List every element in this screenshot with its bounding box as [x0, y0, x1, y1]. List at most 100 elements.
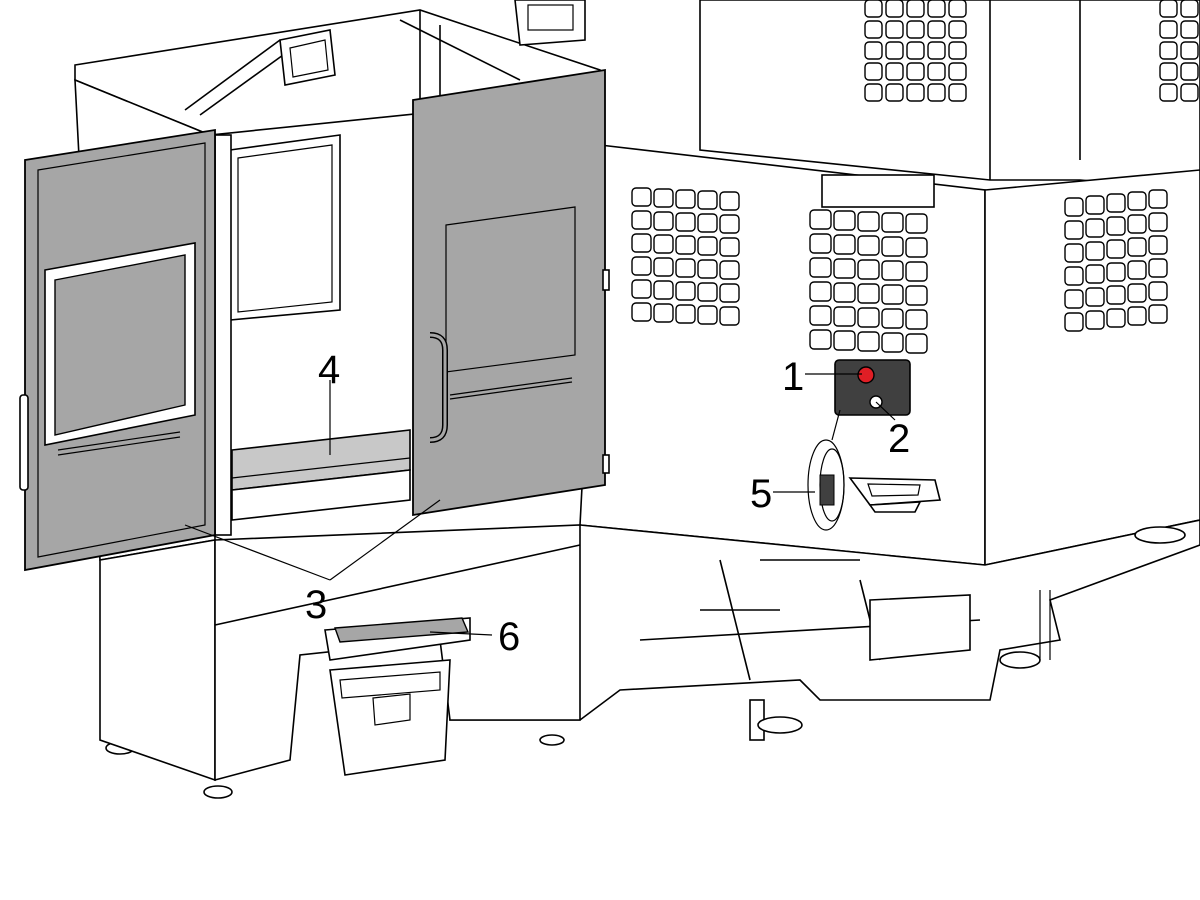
vent-slot: [675, 235, 696, 255]
vent-slot: [881, 260, 904, 281]
vent-slot: [809, 329, 832, 350]
vent-slot: [1127, 283, 1147, 303]
vent-slot: [809, 281, 832, 302]
vent-slot: [631, 279, 652, 299]
vent-slot: [719, 214, 740, 234]
vent-slot: [948, 62, 967, 81]
vent-slot: [1064, 289, 1084, 309]
vent-slot: [881, 284, 904, 305]
vent-slot: [948, 83, 967, 102]
vent-slot: [697, 259, 718, 279]
door-right[interactable]: [412, 68, 610, 517]
vent-slot: [697, 236, 718, 256]
vent-slot: [1106, 216, 1126, 236]
vent-slot: [927, 83, 946, 102]
vent-slot: [1085, 241, 1105, 261]
vent-slot: [1148, 258, 1168, 278]
upper-tower: [699, 0, 1200, 191]
vent-slot: [1085, 218, 1105, 238]
vent-slot: [1148, 212, 1168, 232]
vent-slot: [1180, 20, 1199, 39]
control-panel: [834, 359, 911, 416]
vent-slot: [1106, 239, 1126, 259]
vent-slot: [1085, 264, 1105, 284]
vent-slot: [1106, 262, 1126, 282]
emergency-stop-button[interactable]: [857, 366, 875, 384]
vent-slot: [885, 62, 904, 81]
vent-slot: [1127, 214, 1147, 234]
vent-slot: [833, 330, 856, 351]
callout-2: 2: [888, 417, 910, 461]
vent-slot: [719, 191, 740, 211]
work-table: [231, 429, 411, 521]
callout-4: 4: [318, 348, 340, 392]
vent-slot: [1127, 237, 1147, 257]
vent-slot: [1148, 281, 1168, 301]
vent-slot: [1180, 83, 1199, 102]
vent-slot: [1180, 0, 1199, 18]
vent-slot: [906, 83, 925, 102]
vent-slot: [653, 303, 674, 323]
vent-slot: [1064, 220, 1084, 240]
vent-slot: [833, 258, 856, 279]
vent-slot: [653, 234, 674, 254]
vent-slot: [833, 282, 856, 303]
vent-slot: [1148, 235, 1168, 255]
vent-slot: [719, 306, 740, 326]
vent-slot: [653, 280, 674, 300]
vent-slot: [1127, 306, 1147, 326]
vent-slot: [864, 41, 883, 60]
vent-slot: [905, 261, 928, 282]
vent-slot: [906, 41, 925, 60]
vent-slot: [885, 20, 904, 39]
vent-slot: [697, 282, 718, 302]
vent-slot: [1064, 266, 1084, 286]
vent-slot: [1085, 310, 1105, 330]
vent-slot: [857, 259, 880, 280]
vent-slot: [1127, 191, 1147, 211]
vent-slot: [675, 189, 696, 209]
vent-slot: [719, 283, 740, 303]
air-gun-hose: [807, 409, 845, 531]
vent-slot: [905, 333, 928, 354]
vent-slot: [1159, 0, 1178, 18]
vent-slot: [905, 285, 928, 306]
vent-slot: [885, 41, 904, 60]
vent-slot: [857, 283, 880, 304]
vent-slot: [1159, 20, 1178, 39]
vent-slot: [885, 0, 904, 18]
vent-slot: [857, 307, 880, 328]
vent-slot: [1106, 193, 1126, 213]
vent-slot: [948, 0, 967, 18]
vent-slot: [833, 234, 856, 255]
vent-slot: [881, 332, 904, 353]
vent-slot: [719, 237, 740, 257]
vent-slot: [631, 256, 652, 276]
vent-slot: [631, 187, 652, 207]
vent-slot: [905, 309, 928, 330]
door-frame-post: [214, 134, 232, 536]
vent-slot: [864, 0, 883, 18]
callout-1: 1: [782, 355, 804, 399]
interior-rear-window: [229, 134, 341, 321]
right-side-enclosure: [579, 144, 1200, 566]
vent-slot: [631, 302, 652, 322]
vent-slot: [1180, 41, 1199, 60]
vent-slot: [809, 233, 832, 254]
vent-slot: [1064, 312, 1084, 332]
callout-5: 5: [750, 472, 772, 516]
vent-slot: [905, 237, 928, 258]
vent-slot: [719, 260, 740, 280]
vent-slot: [1159, 41, 1178, 60]
cabinet-base: [99, 524, 581, 782]
vent-slot: [675, 281, 696, 301]
vent-slot: [948, 20, 967, 39]
vent-slot: [906, 62, 925, 81]
door-left[interactable]: [19, 128, 216, 572]
vent-slot: [697, 213, 718, 233]
vent-slot: [833, 210, 856, 231]
vent-slot: [927, 20, 946, 39]
vent-slot: [1085, 195, 1105, 215]
vent-slot: [809, 305, 832, 326]
vent-slot: [675, 258, 696, 278]
